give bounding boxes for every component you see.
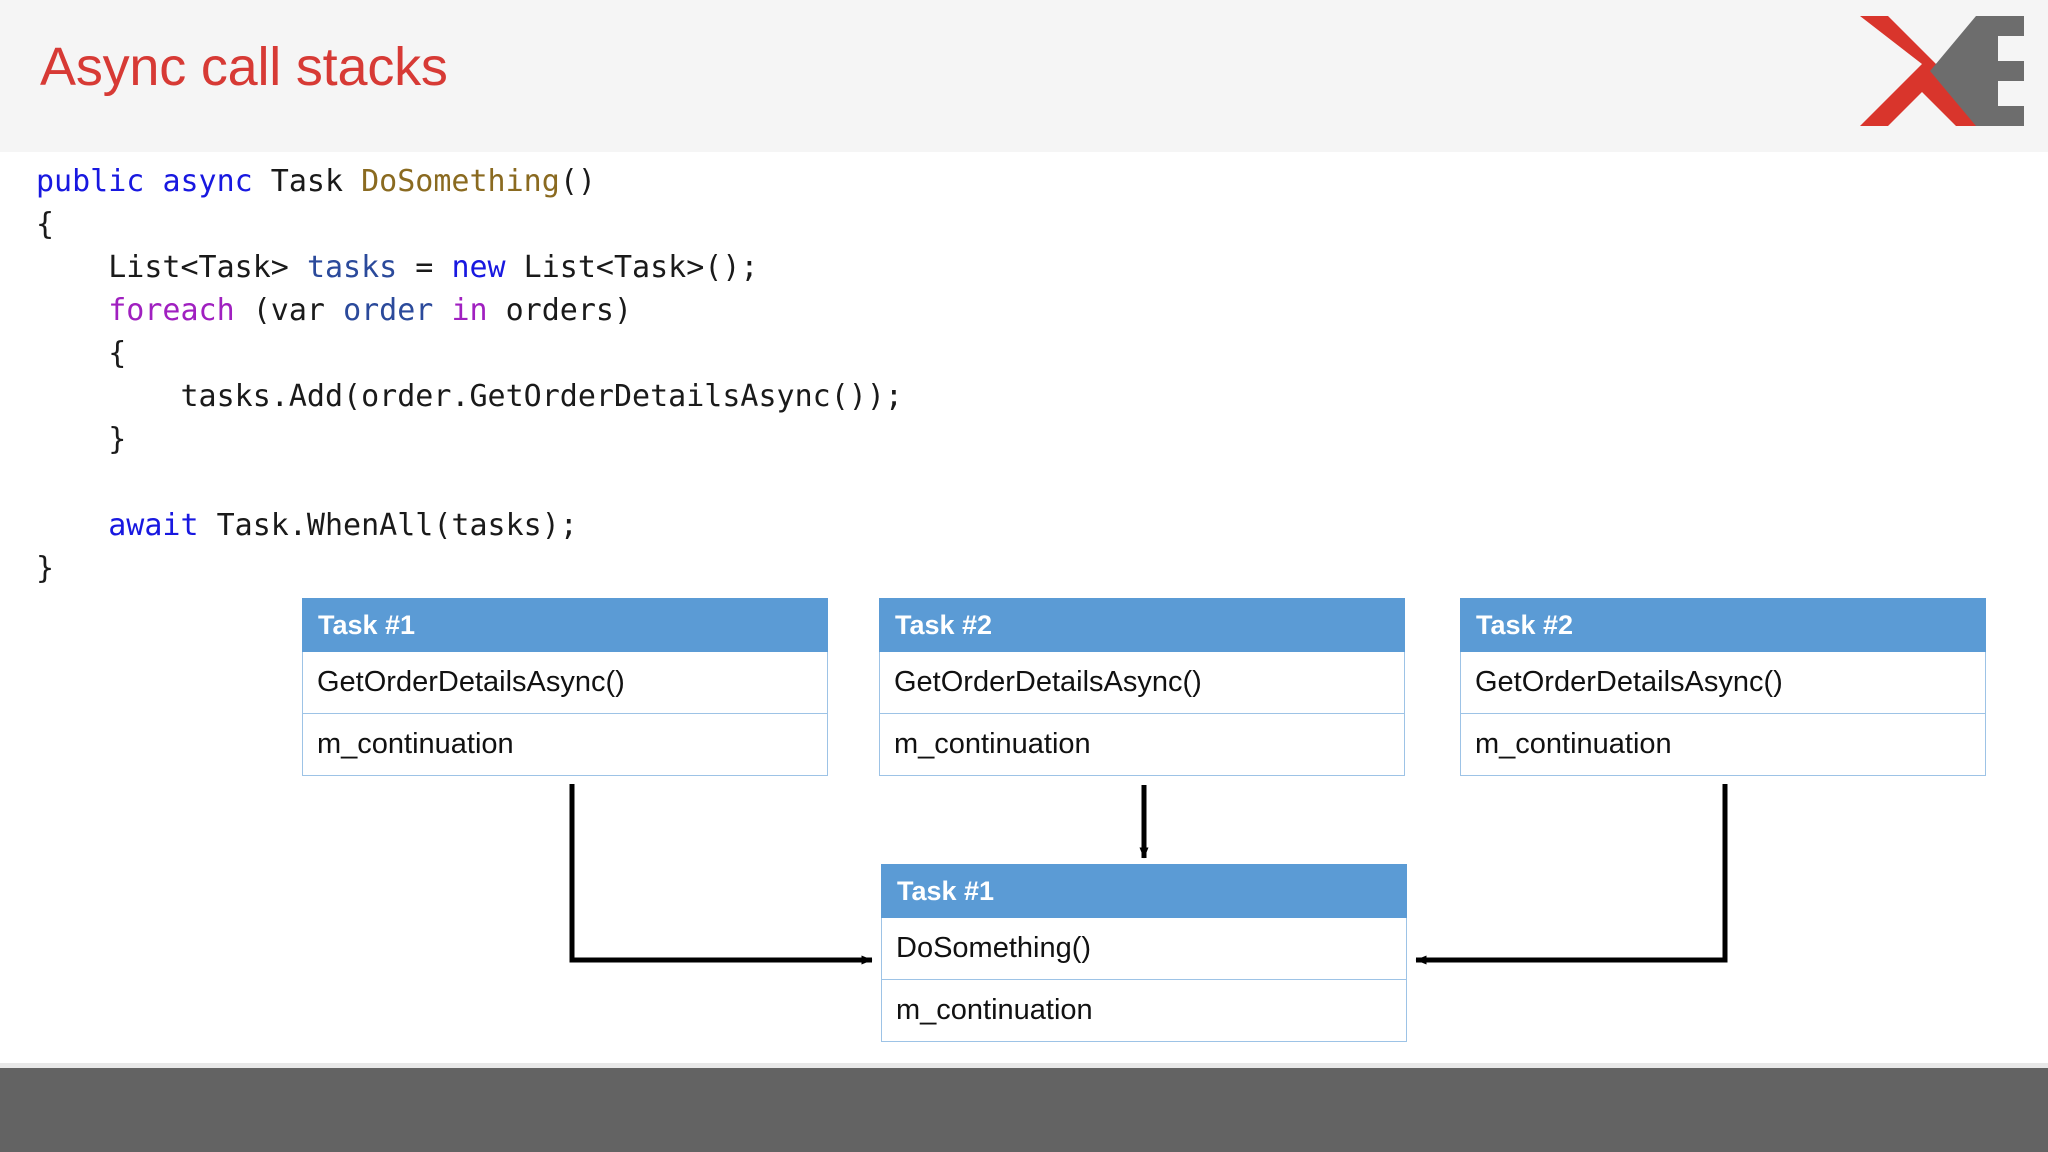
code-token: List<Task>(); [505, 250, 759, 285]
task-box-row: GetOrderDetailsAsync() [302, 652, 828, 714]
code-token: orders) [487, 293, 633, 328]
code-token [144, 164, 162, 199]
x-e-logo [1860, 16, 2024, 126]
code-line: tasks.Add(order.GetOrderDetailsAsync()); [36, 375, 903, 418]
footer-bar [0, 1068, 2048, 1152]
code-token: order [343, 293, 434, 328]
code-block: public async Task DoSomething() { List<Ta… [36, 160, 903, 590]
code-token: in [451, 293, 488, 328]
code-line: } [36, 418, 903, 461]
code-token: = [397, 250, 452, 285]
task-box-row: DoSomething() [881, 918, 1407, 980]
code-token: async [162, 164, 253, 199]
task-box-row: m_continuation [879, 714, 1405, 776]
arrow-right-to-bottom [1415, 784, 1728, 965]
task-box-row: m_continuation [1460, 714, 1986, 776]
task-box-header: Task #1 [302, 598, 828, 652]
task-box-row: m_continuation [881, 980, 1407, 1042]
logo-e-shape [1930, 16, 2024, 126]
code-line: } [36, 547, 903, 590]
code-token: foreach [108, 293, 235, 328]
code-token: } [36, 551, 55, 586]
code-token: Task.WhenAll(tasks); [198, 508, 578, 543]
code-token [433, 293, 451, 328]
code-token: (var [234, 293, 344, 328]
code-token: { [36, 336, 127, 371]
task-box-header: Task #2 [879, 598, 1405, 652]
page-title: Async call stacks [40, 37, 448, 97]
task-box-row: m_continuation [302, 714, 828, 776]
task-box-header: Task #2 [1460, 598, 1986, 652]
code-token: await [108, 508, 199, 543]
footer-divider [0, 1063, 2048, 1068]
code-token: Task [252, 164, 362, 199]
code-line: await Task.WhenAll(tasks); [36, 504, 903, 547]
task-box-row: GetOrderDetailsAsync() [879, 652, 1405, 714]
code-line: foreach (var order in orders) [36, 289, 903, 332]
code-line: List<Task> tasks = new List<Task>(); [36, 246, 903, 289]
code-token: } [36, 422, 127, 457]
code-token [36, 293, 108, 328]
code-token: DoSomething [361, 164, 560, 199]
code-token: tasks.Add(order.GetOrderDetailsAsync()); [36, 379, 903, 414]
code-token: List<Task> [36, 250, 307, 285]
code-token: new [451, 250, 506, 285]
code-line: { [36, 203, 903, 246]
code-line [36, 461, 903, 504]
code-token: { [36, 207, 55, 242]
slide-header-band [0, 0, 2048, 152]
code-token [36, 508, 108, 543]
code-token: () [559, 164, 596, 199]
code-token: tasks [306, 250, 398, 285]
task-box-row: GetOrderDetailsAsync() [1460, 652, 1986, 714]
code-token: public [36, 164, 145, 199]
code-line: { [36, 332, 903, 375]
code-line: public async Task DoSomething() [36, 160, 903, 203]
arrow-left-to-bottom [569, 784, 873, 965]
task-box-header: Task #1 [881, 864, 1407, 918]
